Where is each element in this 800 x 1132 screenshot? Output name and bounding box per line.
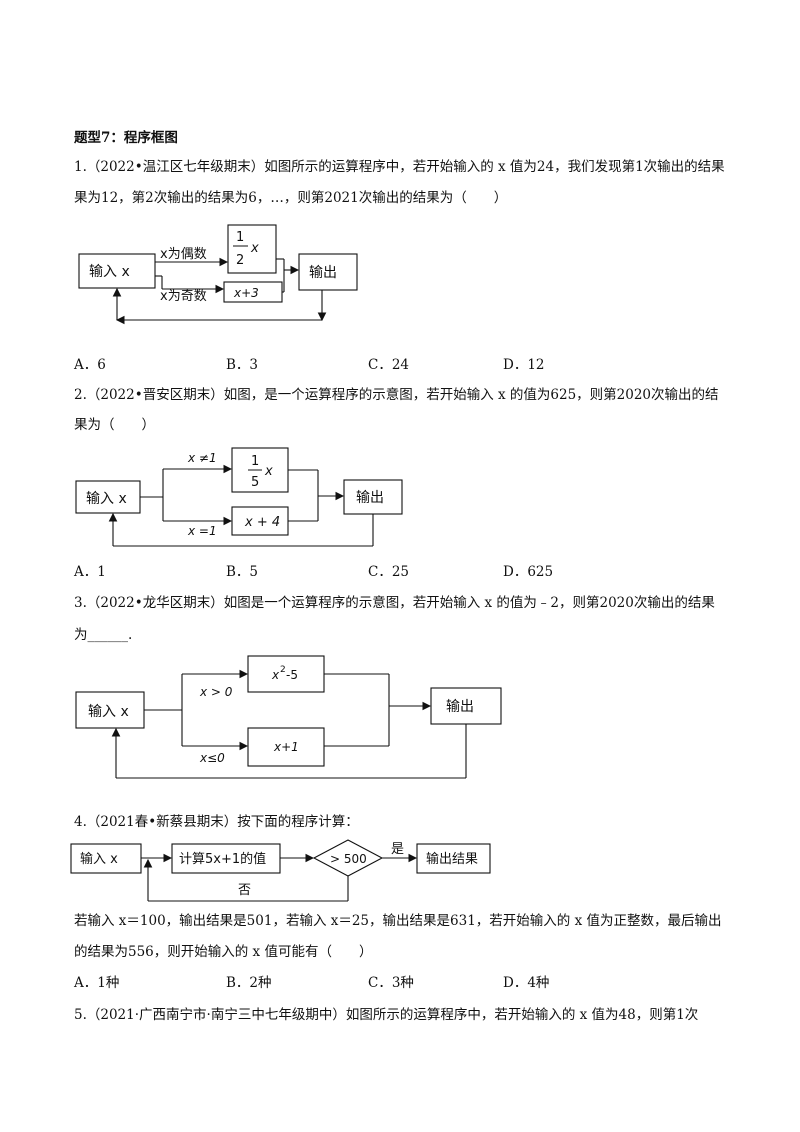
q2-option-d[interactable]: D．625 [503, 564, 554, 580]
q2-eq-label: x =1 [187, 524, 217, 538]
q3-input-label: 输入 x [88, 704, 129, 720]
q1-option-b[interactable]: B．3 [226, 357, 259, 373]
q2-fifth-num: 1 [251, 454, 259, 469]
q4-input-label: 输入 x [80, 851, 118, 867]
q1-half-den: 2 [236, 253, 244, 268]
q1-text-line2: 果为12，第2次输出的结果为6，…，则第2021次输出的结果为（ ） [74, 190, 508, 206]
q1-plus3-label: x+3 [233, 286, 259, 300]
q1-option-a[interactable]: A．6 [74, 357, 106, 373]
q4-option-d[interactable]: D．4种 [503, 975, 550, 991]
q2-text-line1: 2.（2022•晋安区期末）如图，是一个运算程序的示意图，若开始输入 x 的值为… [74, 387, 719, 403]
q2-plus4-label: x + 4 [244, 515, 280, 530]
q4-option-c[interactable]: C．3种 [368, 975, 414, 991]
q1-odd-label: x为奇数 [160, 288, 207, 304]
q4-text-line2: 若输入 x＝100，输出结果是501，若输入 x＝25，输出结果是631，若开始… [74, 913, 722, 929]
q2-option-a[interactable]: A．1 [74, 564, 106, 580]
q3-sq-rest: -5 [286, 668, 298, 682]
q4-no-label: 否 [238, 883, 251, 898]
q1-half-box [227, 224, 277, 274]
q3-output-label: 输出 [446, 699, 474, 715]
q3-text-line2: 为______. [74, 627, 133, 643]
q4-text-line1: 4.（2021春•新蔡县期末）按下面的程序计算： [74, 814, 359, 830]
q1-half-num: 1 [236, 230, 244, 245]
q2-option-b[interactable]: B．5 [226, 564, 259, 580]
q4-condition-label: > 500 [330, 852, 367, 866]
q1-input-label: 输入 x [89, 264, 130, 280]
q5-text-line1: 5.（2021·广西南宁市·南宁三中七年级期中）如图所示的运算程序中，若开始输入… [74, 1007, 699, 1023]
q2-input-label: 输入 x [86, 491, 127, 507]
q4-option-a[interactable]: A．1种 [74, 975, 120, 991]
q4-text-line3: 的结果为556，则开始输入的 x 值可能有（ ） [74, 944, 373, 960]
q1-option-c[interactable]: C．24 [368, 357, 410, 373]
q2-option-c[interactable]: C．25 [368, 564, 410, 580]
q2-neq-label: x ≠1 [187, 451, 217, 465]
q1-output-label: 输出 [309, 265, 337, 281]
q3-gt-label: x > 0 [199, 685, 233, 699]
q3-text-line1: 3.（2022•龙华区期末）如图是一个运算程序的示意图，若开始输入 x 的值为﹣… [74, 595, 715, 611]
q4-yes-label: 是 [391, 842, 404, 857]
q4-output-label: 输出结果 [426, 851, 478, 867]
q3-plus1-label: x+1 [273, 740, 299, 754]
q4-compute-label: 计算5x+1的值 [179, 851, 266, 867]
q1-option-d[interactable]: D．12 [503, 357, 545, 373]
q2-fifth-den: 5 [251, 475, 259, 490]
q1-even-label: x为偶数 [160, 247, 207, 262]
q3-sq-exp: 2 [280, 665, 286, 675]
section-title: 题型7：程序框图 [74, 130, 178, 146]
q2-fifth-var: x [264, 464, 273, 479]
q4-option-b[interactable]: B．2种 [226, 975, 272, 991]
q1-half-var: x [250, 241, 259, 256]
q2-output-label: 输出 [356, 490, 384, 506]
q1-text-line1: 1.（2022•温江区七年级期末）如图所示的运算程序中，若开始输入的 x 值为2… [74, 159, 725, 175]
q3-sq-base: x [271, 668, 280, 682]
q3-le-label: x≤0 [199, 751, 225, 765]
q2-text-line2: 果为（ ） [74, 417, 155, 433]
